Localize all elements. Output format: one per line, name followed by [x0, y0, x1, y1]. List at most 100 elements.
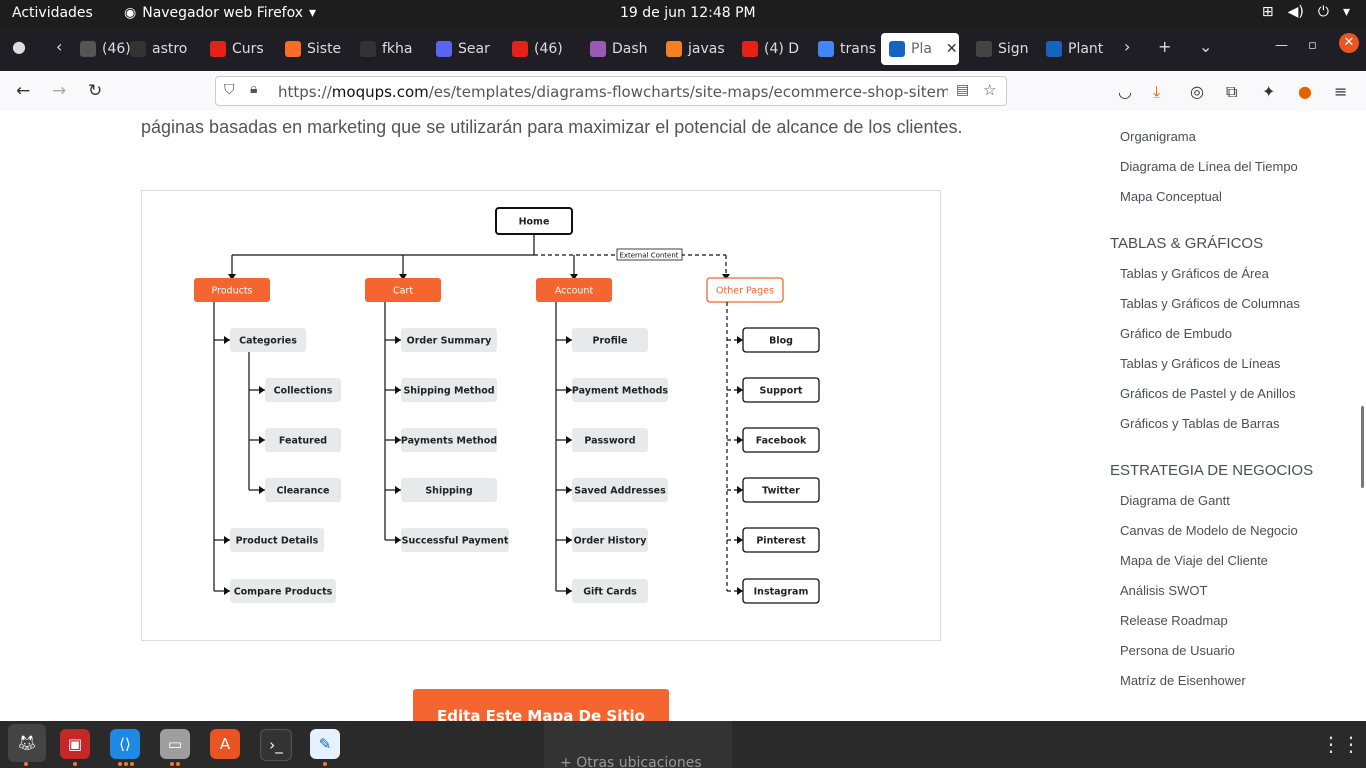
lock-icon[interactable]: 🔒︎	[250, 81, 258, 97]
other-pages-item-1-box	[742, 377, 820, 403]
browser-tab[interactable]: (46)	[512, 33, 576, 65]
scroll-tabs-left-icon[interactable]: ‹	[56, 37, 63, 56]
arrow-head	[737, 336, 743, 344]
reload-button[interactable]: ↻	[88, 81, 103, 101]
sidebar-link[interactable]: Mapa Conceptual	[1120, 189, 1222, 204]
tab-label: javas	[688, 41, 725, 57]
minimize-button[interactable]: —	[1275, 38, 1288, 53]
browser-tab[interactable]: astro	[130, 33, 194, 65]
new-tab-button[interactable]: +	[1158, 37, 1172, 56]
tab-label: (46)	[102, 41, 131, 57]
vscode-dock-icon[interactable]: ⟨⟩	[110, 729, 140, 759]
back-button[interactable]: ←	[16, 81, 31, 101]
browser-tab[interactable]: fkha	[360, 33, 424, 65]
scroll-tabs-right-icon[interactable]: ›	[1124, 37, 1131, 56]
power-icon: ⏻	[1317, 4, 1329, 20]
firefox-dock-icon[interactable]: 🦊︎	[8, 724, 46, 762]
products-item-2-label: Compare Products	[234, 587, 333, 598]
arrow-head	[224, 336, 230, 344]
tab-favicon-icon	[666, 41, 682, 57]
browser-tab[interactable]: Pla✕	[881, 33, 959, 65]
edit-sitemap-button[interactable]: Edita Este Mapa De Sitio	[413, 689, 669, 721]
account-item-3-label: Saved Addresses	[574, 486, 666, 497]
browser-tab[interactable]: Siste	[285, 33, 349, 65]
close-window-button[interactable]: ✕	[1339, 33, 1359, 53]
sidebar-link[interactable]: Gráfico de Embudo	[1120, 326, 1233, 341]
sidebar-link[interactable]: Tablas y Gráficos de Área	[1120, 266, 1269, 281]
tab-label: Sear	[458, 41, 490, 57]
sidebar-link[interactable]: Gráficos de Pastel y de Anillos	[1120, 386, 1296, 401]
sidebar-link[interactable]: Diagrama de Gantt	[1120, 493, 1230, 508]
scrollbar-thumb[interactable]	[1361, 406, 1364, 488]
other-pages-item-5-box	[742, 578, 820, 604]
reader-view-icon[interactable]: ▤	[956, 82, 970, 98]
volume-icon: ◀)	[1287, 4, 1304, 20]
sidebar-link[interactable]: Canvas de Modelo de Negocio	[1120, 523, 1298, 538]
browser-tab[interactable]: (4) D	[742, 33, 806, 65]
browser-tab[interactable]: Curs	[210, 33, 274, 65]
show-apps-icon[interactable]: ⋮⋮	[1321, 732, 1361, 756]
app-menu[interactable]: ◉ Navegador web Firefox ▾	[124, 5, 316, 21]
software-dock-icon[interactable]: A	[210, 729, 240, 759]
browser-tab[interactable]: Sign	[976, 33, 1040, 65]
account-item-4-box	[572, 528, 648, 552]
list-tabs-icon[interactable]: ⌄	[1199, 37, 1213, 56]
clock[interactable]: 19 de jun 12:48 PM	[620, 5, 756, 21]
terminal-dock-icon[interactable]: ›_	[260, 729, 292, 761]
activities-button[interactable]: Actividades	[12, 5, 93, 21]
categories-sub-item-1-label: Featured	[279, 436, 327, 447]
extension-2-icon[interactable]: ●	[1298, 82, 1312, 101]
sidebar-link[interactable]: Diagrama de Línea del Tiempo	[1120, 159, 1298, 174]
browser-tab[interactable]: javas	[666, 33, 730, 65]
browser-tab[interactable]: Plant	[1046, 33, 1110, 65]
firefox-view-icon[interactable]: ●	[12, 37, 26, 56]
cart-item-3-box	[401, 478, 497, 502]
products-item-0-box	[230, 328, 306, 352]
close-tab-icon[interactable]: ✕	[945, 41, 958, 57]
cart-item-0-label: Order Summary	[407, 336, 492, 347]
forward-button[interactable]: →	[52, 81, 67, 101]
sidebar-link[interactable]: Tablas y Gráficos de Columnas	[1120, 296, 1300, 311]
column-header-2-label: Account	[555, 286, 594, 297]
home-node-label: Home	[519, 217, 550, 228]
arrow-head	[228, 274, 236, 280]
sidebar-link[interactable]: Matríz de Eisenhower	[1120, 673, 1246, 688]
downloads-icon[interactable]: ⤓	[1153, 82, 1161, 101]
other-locations-label: + Otras ubicaciones	[560, 755, 702, 771]
pocket-icon[interactable]: ◡	[1118, 82, 1132, 101]
bookmark-star-icon[interactable]: ☆	[983, 81, 997, 99]
sidebar-link[interactable]: Persona de Usuario	[1120, 643, 1235, 658]
browser-tab[interactable]: (46)	[80, 33, 144, 65]
browser-tab[interactable]: Dash	[590, 33, 654, 65]
browser-tab[interactable]: trans	[818, 33, 882, 65]
browser-tab[interactable]: Sear	[436, 33, 500, 65]
extensions-icon[interactable]: ⧉	[1226, 82, 1238, 101]
arrow-head	[737, 386, 743, 394]
column-header-3-label: Other Pages	[716, 286, 774, 297]
system-tray[interactable]: ⊞ ◀) ⏻ ▾	[1262, 4, 1350, 20]
maximize-button[interactable]: ▫	[1308, 38, 1317, 53]
url-prefix: https://	[278, 83, 332, 101]
url-bar[interactable]: ⛉ 🔒︎ https://moqups.com/es/templates/dia…	[215, 76, 1007, 106]
account-icon[interactable]: ◎	[1190, 82, 1204, 101]
sidebar-link[interactable]: Análisis SWOT	[1120, 583, 1208, 598]
column-header-1-label: Cart	[393, 286, 413, 297]
app-name: Navegador web Firefox	[142, 5, 304, 21]
extension-icon[interactable]: ✦	[1262, 82, 1276, 101]
text-editor-dock-icon[interactable]: ✎	[310, 729, 340, 759]
menu-icon[interactable]: ≡	[1334, 82, 1348, 101]
app-dock-icon[interactable]: ▣	[60, 729, 90, 759]
tracking-shield-icon[interactable]: ⛉	[224, 82, 235, 98]
intro-paragraph: páginas basadas en marketing que se util…	[141, 117, 963, 137]
sidebar-link[interactable]: Tablas y Gráficos de Líneas	[1120, 356, 1281, 371]
sidebar-link[interactable]: Organigrama	[1120, 129, 1196, 144]
files-dock-icon[interactable]: ▭	[160, 729, 190, 759]
categories-sub-item-0-box	[265, 378, 341, 402]
sidebar-link[interactable]: Mapa de Viaje del Cliente	[1120, 553, 1268, 568]
url-text[interactable]: https://moqups.com/es/templates/diagrams…	[278, 83, 948, 101]
other-pages-item-4-box	[742, 527, 820, 553]
sidebar-link[interactable]: Gráficos y Tablas de Barras	[1120, 416, 1280, 431]
arrow-head	[737, 587, 743, 595]
sidebar-link[interactable]: Release Roadmap	[1120, 613, 1228, 628]
